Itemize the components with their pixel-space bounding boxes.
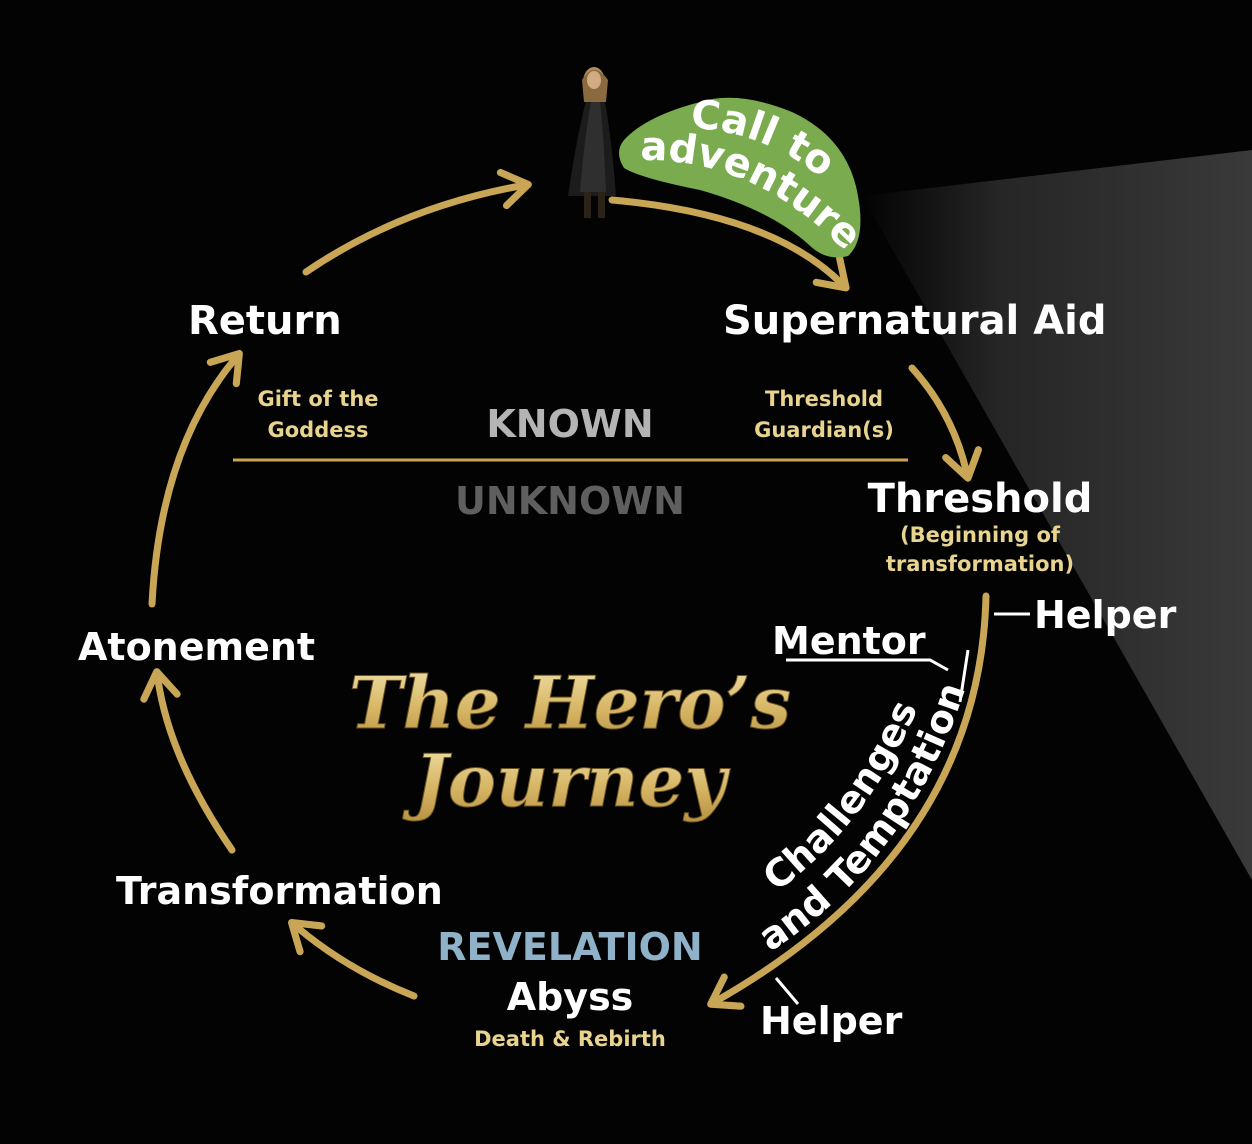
realm-known: KNOWN: [486, 402, 653, 446]
hero-figure-icon: [568, 67, 616, 218]
gift-of-the-goddess-line1: Gift of the: [257, 387, 378, 411]
arrow-to-call: [302, 168, 532, 276]
realm-unknown: UNKNOWN: [455, 479, 685, 523]
stage-threshold-note-line2: transformation): [886, 552, 1074, 576]
light-beam: [862, 150, 1252, 880]
stage-revelation: REVELATION: [437, 925, 702, 969]
stage-threshold-note-line1: (Beginning of: [900, 523, 1061, 547]
challenges-tick: [958, 649, 970, 703]
threshold-guardians-line2: Guardian(s): [754, 418, 894, 442]
arrow-to-supernatural-aid: [608, 196, 850, 292]
threshold-guardians-line1: Threshold: [765, 387, 883, 411]
helper-bottom-connector: [774, 977, 800, 1005]
stage-transformation: Transformation: [116, 869, 443, 913]
stage-abyss-note: Death & Rebirth: [474, 1027, 666, 1051]
stage-return: Return: [188, 298, 342, 344]
arrow-to-atonement: [140, 668, 236, 854]
arrow-to-return: [148, 349, 243, 608]
arrow-to-abyss: [707, 592, 990, 1010]
stage-abyss: Abyss: [507, 975, 634, 1019]
diagram-title-line1: The Hero’s: [349, 660, 791, 745]
helper-bottom: Helper: [760, 999, 903, 1043]
stage-supernatural-aid: Supernatural Aid: [723, 298, 1107, 344]
arrow-to-threshold: [908, 364, 982, 482]
helper-connectors: [774, 612, 1030, 1005]
helper-top: Helper: [1034, 593, 1177, 637]
cycle-arrows: [140, 168, 990, 1010]
call-to-adventure-badge: Call to adventure: [619, 92, 871, 259]
arrow-to-transformation: [287, 919, 418, 1000]
stage-atonement: Atonement: [78, 625, 315, 669]
gift-of-the-goddess-line2: Goddess: [268, 418, 369, 442]
helper-mentor: Mentor: [772, 619, 926, 663]
mentor-connector: [786, 658, 949, 672]
diagram-title-line2: Journey: [402, 738, 731, 823]
stage-threshold: Threshold: [868, 476, 1093, 522]
call-to-adventure-background: [619, 97, 861, 258]
